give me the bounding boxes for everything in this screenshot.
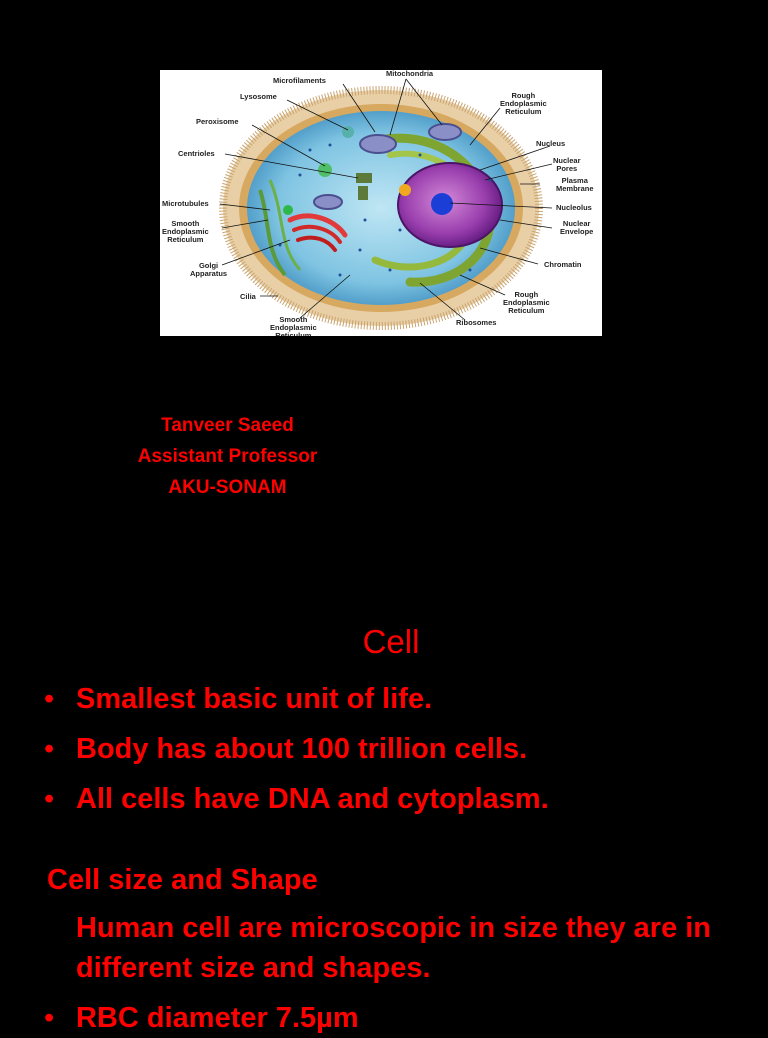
label-ribosomes: Ribosomes [456,318,497,327]
label-microfilaments: Microfilaments [273,76,326,85]
mitochondrion-shape [359,134,397,154]
section-heading: Cell size and Shape [47,864,318,896]
bullet-glyph: • [44,1002,55,1034]
label-lysosome: Lysosome [240,92,277,101]
label-nuclear-envelope: Nuclear Envelope [560,219,594,236]
label-smooth-er-left: Smooth Endoplasmic Reticulum [162,219,209,244]
smooth-er-shape [258,189,287,277]
bullet-glyph: • [44,683,55,715]
label-nuclear-pores: Nuclear Pores [553,156,581,173]
golgi-shape [296,235,337,252]
golgi-shape [292,224,342,244]
label-plasma-membrane: Plasma Membrane [556,176,594,193]
bullet-text: Body has about 100 trillion cells. [76,733,528,765]
label-microtubules: Microtubules [162,199,209,208]
author-name: Tanveer Saeed [161,415,294,436]
lysosome-shape [342,126,354,138]
label-rough-er-bottom: Rough Endoplasmic Reticulum [503,290,550,315]
label-rough-er-top: Rough Endoplasmic Reticulum [500,91,547,116]
bullet-glyph: • [44,733,55,765]
golgi-shape [287,213,348,238]
smooth-er-shape [268,179,302,271]
bullet-text: All cells have DNA and cytoplasm. [76,783,549,815]
slide-title: Cell [362,623,420,660]
label-golgi-apparatus: Golgi Apparatus [190,261,228,278]
section-paragraph: Human cell are microscopic in size they … [76,912,712,984]
label-chromatin: Chromatin [544,260,582,269]
bullet-item: • Smallest basic unit of life. [44,674,549,724]
title-slide: Microfilaments Mitochondria Lysosome Rou… [137,70,602,498]
bullet-item: • Body has about 100 trillion cells. [44,724,549,774]
bullet-glyph: • [44,783,55,815]
author-title: Assistant Professor [137,446,318,467]
cell-slide: Cell • Smallest basic unit of life. • Body… [0,560,768,1034]
label-cilia: Cilia [240,292,256,301]
bullet-list: • Smallest basic unit of life. • Body has … [44,674,549,824]
mitochondrion-shape [313,194,343,210]
label-nucleus: Nucleus [536,139,566,148]
bullet-text: Smallest basic unit of life. [76,683,433,715]
label-centrioles: Centrioles [178,149,215,158]
cell-illustration [219,78,553,330]
centriole-shape [358,186,368,200]
peroxisome-shape [318,163,332,177]
nucleolus-shape [431,193,453,215]
vesicle-shape [283,205,293,215]
label-mitochondria: Mitochondria [386,70,434,78]
vesicle-shape [399,184,411,196]
bullet-item: • RBC diameter 7.5µm [44,998,359,1038]
centriole-shape [356,173,372,183]
author-institution: AKU-SONAM [168,477,287,498]
label-smooth-er-bottom: Smooth Endoplasmic Reticulum [270,315,317,337]
label-nucleolus: Nucleolus [556,203,592,212]
bullet-text: RBC diameter 7.5µm [76,1002,359,1034]
leader-lines [219,78,553,321]
mitochondrion-shape [428,123,462,141]
label-peroxisome: Peroxisome [196,117,239,126]
bullet-item: • All cells have DNA and cytoplasm. [44,774,549,824]
animal-cell-diagram: Microfilaments Mitochondria Lysosome Rou… [160,70,602,336]
